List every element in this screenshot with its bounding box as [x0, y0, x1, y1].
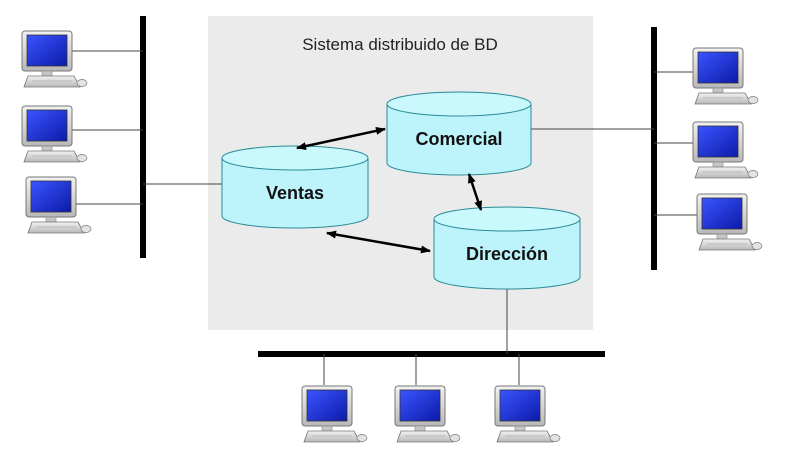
desktop-computer-icon: [494, 385, 561, 443]
db-label-comercial: Comercial: [415, 129, 502, 149]
db-label-direccion: Dirección: [466, 244, 548, 264]
desktop-computer-icon: [394, 385, 461, 443]
arrow-comercial-direccion: [467, 173, 483, 211]
desktop-computer-icon: [21, 105, 88, 163]
desktop-computer-icon: [21, 30, 88, 88]
db-comercial: Comercial: [386, 91, 532, 176]
db-label-ventas: Ventas: [266, 183, 324, 203]
desktop-computer-icon: [696, 193, 763, 251]
db-direccion: Dirección: [433, 206, 581, 290]
system-title: Sistema distribuido de BD: [302, 35, 498, 54]
arrow-ventas-comercial: [296, 126, 386, 151]
desktop-computer-icon: [692, 121, 759, 179]
desktop-computer-icon: [692, 47, 759, 105]
arrow-ventas-direccion: [326, 230, 431, 254]
desktop-computer-icon: [25, 176, 92, 234]
desktop-computer-icon: [301, 385, 368, 443]
db-ventas: Ventas: [221, 145, 369, 229]
